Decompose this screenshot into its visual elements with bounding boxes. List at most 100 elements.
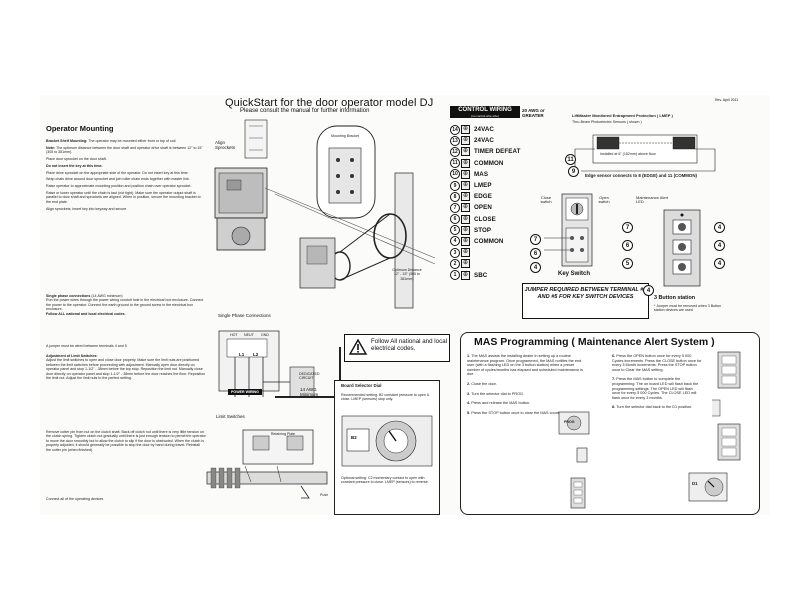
terminal-number: 7: [450, 202, 460, 213]
terminal-label: COMMON: [474, 237, 504, 245]
limit-heading: Adjustment of Limit Switches:: [46, 354, 98, 358]
terminal-number: 14: [450, 124, 460, 135]
terminal-number: 4: [450, 236, 460, 247]
three-button-callout-4c: 4: [714, 258, 725, 269]
mas-step-number: 7.: [612, 377, 617, 382]
mounting-paragraph-body: Raise or lower operator until the chain …: [46, 190, 201, 204]
mas-step-number: 1.: [467, 354, 472, 358]
gnd-label: GND: [261, 333, 269, 337]
three-button-caption: 3 Button station: [654, 295, 696, 301]
lmep-installed-note: Installed at 6" (152mm) above floor: [600, 152, 656, 156]
lmep-callout-9: 9: [568, 166, 579, 177]
terminal-number: 10: [450, 169, 460, 180]
terminal-number: 11: [450, 158, 460, 169]
key-switch-callout-6: 6: [530, 248, 541, 259]
terminal-label: LMEP: [474, 182, 492, 190]
operator-mounting-text: Bracket Shelf Mounting: The operator may…: [46, 139, 206, 213]
awg-label: 14 AWG Minimum: [300, 387, 319, 398]
mounting-paragraph: Do not insert the key at this time.: [46, 164, 206, 168]
terminal-row: 1⊕SBC: [450, 269, 520, 281]
footer-note: Connect all of the operating devices: [46, 497, 104, 501]
lmep-callout-11: 11: [565, 154, 576, 165]
mas-step-text: Press the MAS button to complete the pro…: [612, 377, 699, 400]
mas-dial-d1-label: D1: [692, 481, 698, 486]
terminal-row: 14⊕24VAC: [450, 124, 520, 135]
clutch-text: Remove cotter pin from nut on the clutch…: [46, 430, 206, 452]
power-heading: Single phase connections: [46, 294, 91, 298]
terminal-row: 5⊕STOP: [450, 225, 520, 236]
mas-dial-prog-label: PROG: [564, 420, 575, 424]
terminal-row: 3⊕: [450, 247, 520, 258]
terminal-screw-icon: ⊕: [461, 158, 470, 168]
mounting-paragraph: Place door sprocket on the door shaft.: [46, 157, 206, 161]
mas-step-text: Turn the selector dial back to the D1 po…: [616, 405, 693, 410]
mas-step-text: Press the OPEN button once for every 5 0…: [612, 354, 702, 372]
mounting-paragraph-body: The operator may be mounted either front…: [87, 139, 177, 143]
terminal-row: 7⊕OPEN: [450, 202, 520, 213]
lmep-title: LiftMaster Monitored Entrapment Protecti…: [572, 113, 673, 118]
mas-step-number: 8.: [612, 405, 617, 410]
mounting-paragraph-body: Align sprockets, insert key into keyway …: [46, 206, 128, 211]
mounting-paragraph-lead: Do not insert the key at this time.: [46, 163, 103, 168]
limit-switches-diagram: [206, 429, 328, 499]
terminal-row: 4⊕COMMON: [450, 236, 520, 247]
three-button-callout-7: 7: [622, 222, 633, 233]
mounting-paragraph: Raise or lower operator until the chain …: [46, 191, 206, 204]
selector-dial-label: B2: [351, 435, 357, 440]
warning-text: Follow All national and local electrical…: [371, 338, 448, 352]
mas-step: 8. Turn the selector dial back to the D1…: [612, 405, 702, 410]
three-button-note: * Jumper must be removed when 3 Button s…: [654, 304, 722, 313]
mas-step-text: Press and release the MAS button.: [471, 401, 531, 406]
mounting-bracket-inset: [316, 125, 376, 219]
three-button-callout-6: 6: [622, 240, 633, 251]
l2-label: L2: [253, 352, 259, 357]
retaining-plate-label: Retaining Plate: [270, 432, 296, 436]
control-wiring-subtitle: (no control wire size): [450, 114, 520, 119]
terminal-row: 10⊕MAS: [450, 169, 520, 180]
terminal-label: SBC: [474, 271, 488, 279]
mas-step-number: 3.: [467, 391, 472, 396]
terminal-number: 13: [450, 135, 460, 146]
terminal-screw-icon: ⊕: [461, 192, 470, 202]
terminal-screw-icon: ⊕: [461, 181, 470, 191]
board-selector-title: Board Selector Dial: [341, 383, 382, 388]
mounting-paragraph: Raise operator to approximate mounting p…: [46, 184, 206, 188]
terminal-number: 8: [450, 191, 460, 202]
jumper-note: A jumper must be wired between terminals…: [46, 344, 127, 348]
terminal-row: 13⊕24VAC: [450, 135, 520, 146]
mas-steps-right: 6. Press the OPEN button once for every …: [612, 354, 702, 415]
mas-title: MAS Programming ( Maintenance Alert Syst…: [474, 336, 715, 348]
mounting-paragraph-body: The optimum distance between the door sh…: [46, 145, 203, 155]
mounting-paragraph: Align sprockets, insert key into keyway …: [46, 207, 206, 211]
mas-step-text: The MAS assists the installing dealer in…: [467, 354, 584, 377]
terminal-label: TIMER DEFEAT: [474, 148, 521, 156]
mas-step-number: 2.: [467, 381, 472, 386]
mas-final-dial-drawing: [688, 472, 728, 502]
open-switch-label: Open switch: [598, 195, 610, 205]
terminal-number: 6: [450, 214, 460, 225]
terminal-row: 11⊕COMMON: [450, 158, 520, 169]
operator-drawing: [214, 119, 436, 309]
mounting-paragraph-body: Place drive sprocket on the appropriate …: [46, 170, 189, 175]
control-wiring-header: CONTROL WIRING (no control wire size): [450, 106, 520, 119]
single-phase-diagram: [218, 330, 341, 398]
terminal-screw-icon: ⊕: [461, 125, 470, 135]
mounting-paragraph: Wrap chain drive around door sprocket an…: [46, 177, 206, 181]
mounting-paragraph: Bracket Shelf Mounting: The operator may…: [46, 139, 206, 143]
lmep-subtitle: Thru-Beam Photoelectric Sensors ( shown …: [572, 120, 642, 124]
terminal-row: 2⊕: [450, 258, 520, 269]
terminal-number: 1: [450, 270, 460, 281]
terminal-label: OPEN: [474, 204, 492, 212]
terminal-screw-icon: ⊕: [461, 248, 470, 258]
hot-label: HOT: [230, 333, 238, 337]
align-sprockets-label: Align Sprockets: [215, 140, 236, 151]
power-wiring-badge: POWER WIRING: [228, 389, 262, 396]
terminal-screw-icon: ⊕: [461, 169, 470, 179]
three-button-station-drawing: [663, 209, 701, 287]
power-heading-note: (14 AWG minimum): [90, 294, 123, 298]
key-switch-callout-4: 4: [530, 262, 541, 273]
terminal-number: 9: [450, 180, 460, 191]
three-button-callout-4-bottom: 4: [643, 285, 654, 296]
operator-body-drawing: [214, 119, 268, 251]
mounting-paragraph: Place drive sprocket on the appropriate …: [46, 171, 206, 175]
